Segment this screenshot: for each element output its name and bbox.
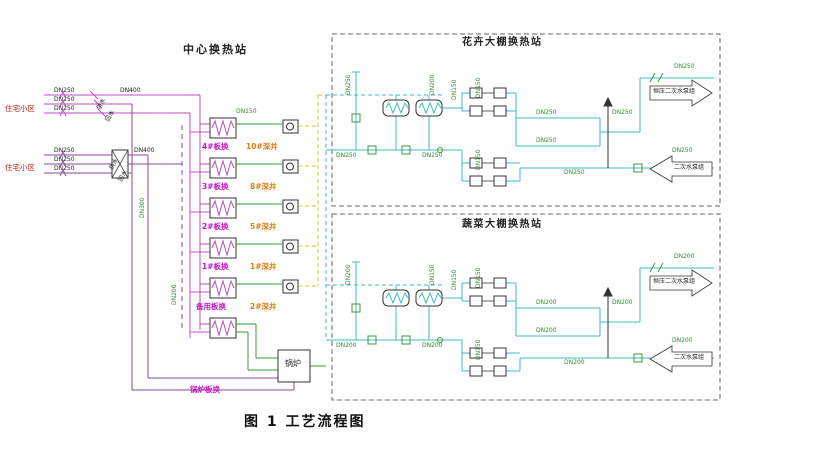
pipe-size-label: DN250 xyxy=(674,63,695,70)
exchanger-coil-icon xyxy=(385,101,442,305)
pipe-size-label: DN250 xyxy=(536,137,557,144)
well-pumps xyxy=(282,119,299,294)
arrowhead-icon xyxy=(603,286,613,297)
district-label-bottom: 住宅小区 xyxy=(5,163,35,172)
pipe-size-label: DN250 xyxy=(336,152,357,159)
pipe-size-label: DN250 xyxy=(612,109,633,116)
pipe-size-label: DN200 xyxy=(672,337,693,344)
station-boundaries xyxy=(331,33,721,401)
well-label-5: 5#深井 xyxy=(250,222,277,231)
pipe-size-label: DN250 xyxy=(54,165,75,172)
primary-return-lines xyxy=(44,104,295,391)
pipe-size-label: DN250 xyxy=(54,147,75,154)
pipe-size-label: DN200 xyxy=(422,342,443,349)
greenhouse-heat-exchangers xyxy=(382,99,443,307)
pipe-size-label: DN250 xyxy=(54,96,75,103)
pipe-size-label: DN200 xyxy=(674,253,695,260)
pipe-size-label: DN250 xyxy=(54,156,75,163)
pipe-size-label: DN250 xyxy=(54,105,75,112)
supply-arrow-icon xyxy=(649,79,713,107)
exchanger-label-standby: 备用板换 xyxy=(196,302,226,311)
boiler-label: 锅炉 xyxy=(285,359,301,368)
pipe-size-label: DN150 xyxy=(475,339,482,360)
exchanger-label-boiler: 锅炉板换 xyxy=(190,385,220,394)
well-label-8: 8#深井 xyxy=(250,182,277,191)
well-label-10: 10#深井 xyxy=(246,142,278,151)
central-station-title: 中心换热站 xyxy=(183,43,248,56)
pipe-size-label: DN400 xyxy=(134,147,155,154)
pipe-size-label: DN200 xyxy=(336,342,357,349)
riser-lines xyxy=(603,96,613,358)
pipe-size-label: DN150 xyxy=(236,108,257,115)
strainer-icon xyxy=(111,149,129,179)
valve-symbols xyxy=(351,72,664,363)
pipe-size-label: DN250 xyxy=(54,87,75,94)
district-label-top: 住宅小区 xyxy=(5,104,35,113)
valve-icon xyxy=(59,150,67,177)
well-connection-lines xyxy=(236,123,326,371)
pipe-size-label: DN250 xyxy=(564,169,585,176)
flower-station-boundary xyxy=(331,33,721,207)
flower-loop-lines xyxy=(326,71,714,182)
pipe-size-label: DN150 xyxy=(475,267,482,288)
central-heat-exchangers xyxy=(209,117,237,339)
exchanger-label-3: 2#板换 xyxy=(202,222,229,231)
pipe-size-label: DN250 xyxy=(422,152,443,159)
pipe-size-label: DN250 xyxy=(536,109,557,116)
flower-station-title: 花卉大棚换热站 xyxy=(462,37,543,48)
arrowhead-icon xyxy=(603,96,613,107)
well-label-2: 2#深井 xyxy=(250,302,277,311)
secondary-pumps xyxy=(469,87,507,377)
pipe-size-label: DN400 xyxy=(120,87,141,94)
exchanger-coil-icon xyxy=(211,119,235,337)
vegetable-return-pump-arrow-label: 二次水泵组 xyxy=(674,354,705,361)
pipe-size-label: DN250 xyxy=(345,74,352,95)
pipe-size-label: DN300 xyxy=(139,197,146,218)
well-label-1: 1#深井 xyxy=(250,262,277,271)
valve-icon xyxy=(59,90,67,117)
pipe-size-label: DN250 xyxy=(672,147,693,154)
flow-tick-icon xyxy=(649,72,664,273)
valve-icon xyxy=(89,90,107,118)
exchanger-label-4: 1#板换 xyxy=(202,262,229,271)
vegetable-station-boundary xyxy=(331,213,721,401)
pipe-size-label: DN150 xyxy=(475,77,482,98)
exchanger-label-2: 3#板换 xyxy=(202,182,229,191)
pipe-size-label: DN150 xyxy=(451,269,458,290)
pipe-size-label: DN200 xyxy=(171,284,178,305)
flower-supply-pump-arrow-label: 恒压二次水泵组 xyxy=(653,88,696,95)
figure-caption: 图 1 工艺流程图 xyxy=(244,414,366,430)
pump-group-arrows xyxy=(649,79,713,373)
greenhouse-feed-dashed-lines xyxy=(325,94,445,340)
pipe-size-label: DN150 xyxy=(451,79,458,100)
primary-supply-lines xyxy=(44,90,210,338)
vegetable-loop-lines xyxy=(326,261,714,372)
pipe-size-label: DN200 xyxy=(564,359,585,366)
pipe-size-label: DN200 xyxy=(536,299,557,306)
flower-return-pump-arrow-label: 二次水泵组 xyxy=(674,164,705,171)
exchanger-label-1: 4#板换 xyxy=(202,142,229,151)
return-arrow-icon xyxy=(649,155,713,183)
boiler-box xyxy=(277,349,311,383)
pipe-size-label: DN150 xyxy=(429,264,436,285)
return-arrow-icon xyxy=(649,345,713,373)
supply-arrow-icon xyxy=(649,269,713,297)
pipe-size-label: DN200 xyxy=(345,264,352,285)
pipe-size-label: DN200 xyxy=(536,327,557,334)
vegetable-station-title: 蔬菜大棚换热站 xyxy=(462,219,543,230)
pipe-size-label: DN200 xyxy=(429,74,436,95)
vegetable-supply-pump-arrow-label: 恒压二次水泵组 xyxy=(653,278,696,285)
pipe-size-label: DN150 xyxy=(475,149,482,170)
well-header-lines xyxy=(298,94,326,287)
pipe-size-label: DN200 xyxy=(612,299,633,306)
